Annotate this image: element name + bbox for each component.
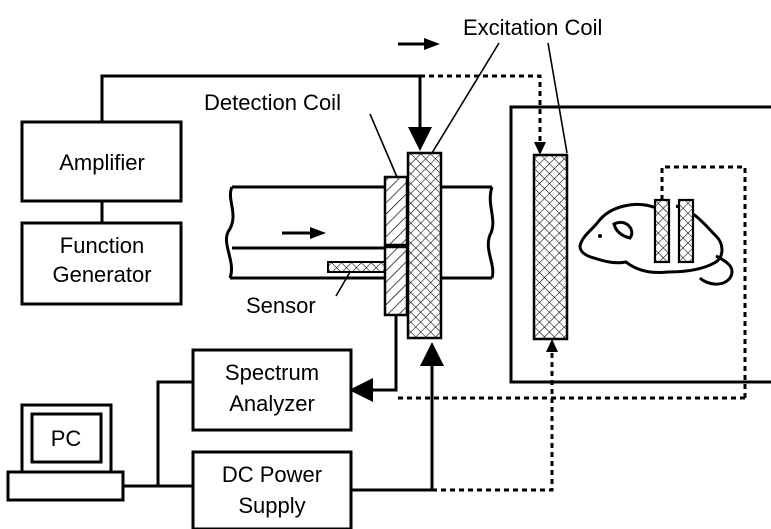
spectrum-analyzer-box xyxy=(191,348,353,432)
detection-coil-label: Detection Coil xyxy=(204,90,341,115)
dc-supply-dashed xyxy=(432,345,554,492)
pc-computer xyxy=(6,403,125,502)
function-generator-box xyxy=(20,221,183,306)
mouse-sensor-dashed xyxy=(660,165,747,398)
excitation-coil-right xyxy=(532,153,569,341)
field-direction-arrow xyxy=(398,38,440,50)
excitation-coil-label: Excitation Coil xyxy=(463,15,602,40)
dc-power-supply-label-1: DC Power xyxy=(222,462,322,487)
excitation-coil-left xyxy=(406,151,443,340)
excitation-dashed-top xyxy=(420,74,542,148)
flow-pipe xyxy=(225,185,495,280)
animal-chamber xyxy=(509,105,771,384)
function-generator-label-2: Generator xyxy=(52,262,151,287)
amplifier-output-wire xyxy=(100,74,432,151)
flow-direction-arrow xyxy=(282,227,326,239)
sensor-leader xyxy=(335,271,351,297)
detection-coil-upper xyxy=(383,175,409,247)
dc-supply-wire xyxy=(351,342,444,492)
excitation-dashed-top-head xyxy=(534,142,546,155)
detection-coil-lower xyxy=(383,245,409,317)
dc-power-supply-label-2: Supply xyxy=(238,493,305,518)
amplifier-label: Amplifier xyxy=(59,150,145,175)
mouse-illustration xyxy=(578,198,734,286)
dc-supply-dashed-head xyxy=(546,339,558,352)
sensor xyxy=(327,261,387,273)
pc-label: PC xyxy=(51,426,82,451)
spectrum-analyzer-label-1: Spectrum xyxy=(225,360,319,385)
excitation-coil-leader-left xyxy=(431,42,500,154)
pc-bus-wire xyxy=(123,380,193,488)
spectrum-analyzer-label-2: Analyzer xyxy=(229,391,315,416)
function-generator-label-1: Function xyxy=(60,233,144,258)
excitation-coil-leader-right xyxy=(547,42,568,154)
detection-coil-leader xyxy=(369,113,398,178)
detection-output-wire xyxy=(349,315,398,402)
sensor-label: Sensor xyxy=(246,293,316,318)
